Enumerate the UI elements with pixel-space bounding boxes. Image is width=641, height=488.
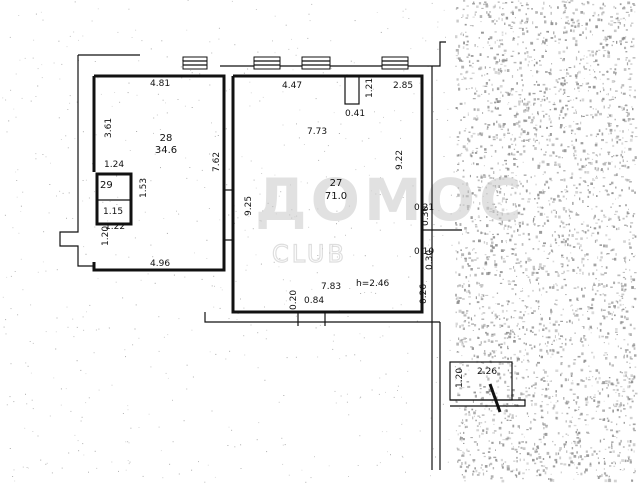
- svg-text:0.10: 0.10: [414, 247, 434, 257]
- room-27-label: 27 71.0: [325, 178, 347, 202]
- svg-text:3.61: 3.61: [104, 118, 114, 138]
- svg-text:34.6: 34.6: [155, 145, 177, 156]
- dimension-labels: 4.81 4.47 2.85 7.73 0.41 1.21 3.61 7.62 …: [101, 78, 497, 388]
- svg-text:9.25: 9.25: [244, 196, 254, 216]
- svg-text:h=2.46: h=2.46: [356, 279, 390, 289]
- room-28-label: 28 34.6: [155, 133, 177, 156]
- svg-text:2.85: 2.85: [393, 81, 413, 91]
- svg-text:0.30: 0.30: [421, 206, 431, 226]
- svg-text:0.84: 0.84: [304, 296, 324, 306]
- svg-text:1.22: 1.22: [105, 222, 125, 232]
- watermark-text: ДОМОС: [255, 166, 526, 234]
- svg-text:1.24: 1.24: [104, 160, 124, 170]
- svg-text:1.53: 1.53: [139, 178, 149, 198]
- svg-text:27: 27: [330, 178, 343, 189]
- room-29-label: 29: [100, 180, 113, 191]
- svg-text:7.83: 7.83: [321, 282, 341, 292]
- svg-text:1.20: 1.20: [101, 226, 111, 246]
- svg-text:1.21: 1.21: [365, 78, 375, 98]
- svg-text:7.73: 7.73: [307, 127, 327, 137]
- svg-text:71.0: 71.0: [325, 191, 347, 202]
- svg-text:9.22: 9.22: [395, 150, 405, 170]
- svg-text:0.21: 0.21: [414, 203, 434, 213]
- svg-text:1.20: 1.20: [455, 368, 465, 388]
- svg-text:0.20: 0.20: [289, 290, 299, 310]
- windows: [182, 56, 409, 70]
- watermark-sub: CLUB: [272, 240, 347, 268]
- svg-text:4.81: 4.81: [150, 79, 170, 89]
- svg-text:0.41: 0.41: [345, 109, 365, 119]
- svg-text:2.26: 2.26: [477, 367, 497, 377]
- svg-text:1.15: 1.15: [103, 207, 123, 217]
- svg-text:0.26: 0.26: [419, 284, 429, 304]
- svg-text:4.96: 4.96: [150, 259, 170, 269]
- svg-text:7.62: 7.62: [212, 152, 222, 172]
- svg-text:0.30: 0.30: [425, 250, 435, 270]
- svg-text:28: 28: [160, 133, 173, 144]
- svg-text:4.47: 4.47: [282, 81, 302, 91]
